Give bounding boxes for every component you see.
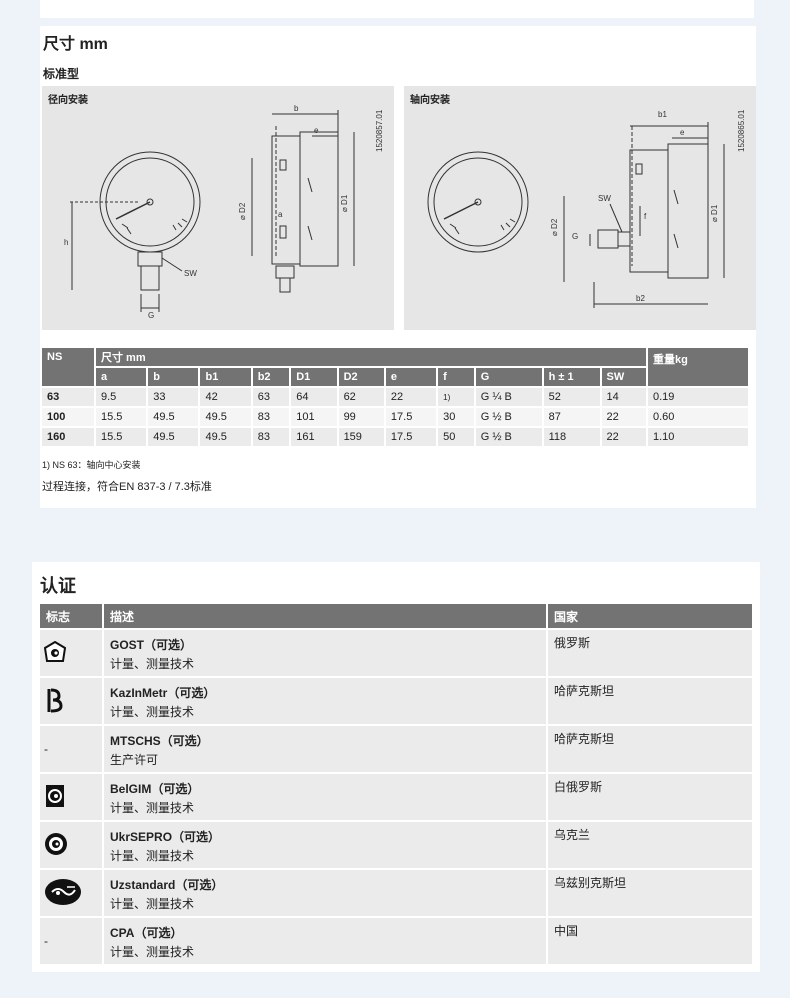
table-row: - CPA（可选） 计量、测量技术 中国 bbox=[40, 918, 752, 964]
col-h: h ± 1 bbox=[543, 368, 600, 386]
axial-dim-e: e bbox=[680, 128, 685, 137]
table-row: 100 15.5 49.5 49.5 83 101 99 17.5 30 G ½… bbox=[42, 408, 748, 426]
axial-dim-d2: ⌀ D2 bbox=[550, 218, 559, 236]
dimensions-card: 尺寸 mm 标准型 径向安装 1520857.01 bbox=[40, 26, 756, 508]
cert-description: 计量、测量技术 bbox=[110, 705, 195, 719]
cert-name: UkrSEPRO（可选） bbox=[110, 830, 221, 844]
kazinmetr-logo-icon bbox=[47, 688, 63, 712]
certifications-table: 标志 描述 国家 GOST（可选） 计量、测量技术 俄罗斯 bbox=[38, 602, 754, 966]
radial-label: 径向安装 bbox=[48, 95, 88, 106]
col-logo: 标志 bbox=[40, 604, 102, 628]
cert-country: 哈萨克斯坦 bbox=[548, 678, 752, 724]
axial-label: 轴向安装 bbox=[410, 95, 450, 106]
dimensions-title: 尺寸 mm bbox=[43, 36, 108, 53]
table-row: GOST（可选） 计量、测量技术 俄罗斯 bbox=[40, 630, 752, 676]
cert-country: 白俄罗斯 bbox=[548, 774, 752, 820]
cert-country: 哈萨克斯坦 bbox=[548, 726, 752, 772]
col-b2: b2 bbox=[252, 368, 290, 386]
col-weight: 重量kg bbox=[648, 348, 748, 386]
radial-dim-b: b bbox=[294, 104, 299, 113]
col-e: e bbox=[385, 368, 437, 386]
gost-logo-icon bbox=[43, 640, 67, 662]
radial-dim-d2: ⌀ D2 bbox=[238, 202, 247, 220]
cert-country: 乌兹别克斯坦 bbox=[548, 870, 752, 916]
cert-name: MTSCHS（可选） bbox=[110, 734, 209, 748]
cert-description: 计量、测量技术 bbox=[110, 849, 195, 863]
radial-drawing bbox=[70, 110, 355, 312]
col-country: 国家 bbox=[548, 604, 752, 628]
cert-description: 计量、测量技术 bbox=[110, 657, 195, 671]
col-d1: D1 bbox=[291, 368, 337, 386]
cert-country: 俄罗斯 bbox=[548, 630, 752, 676]
col-a: a bbox=[96, 368, 147, 386]
no-logo: - bbox=[40, 918, 102, 964]
table-row: 160 15.5 49.5 49.5 83 161 159 17.5 50 G … bbox=[42, 428, 748, 446]
radial-dim-h: h bbox=[64, 238, 69, 247]
cert-country: 乌克兰 bbox=[548, 822, 752, 868]
axial-diagram: 轴向安装 1520865.01 bbox=[404, 86, 756, 330]
uzstandard-logo-icon bbox=[45, 878, 81, 905]
dimensions-table: NS 尺寸 mm 重量kg a b b1 b2 D1 D2 e f G h ± … bbox=[40, 346, 750, 448]
top-card-edge bbox=[40, 0, 754, 18]
table-row: KazInMetr（可选） 计量、测量技术 哈萨克斯坦 bbox=[40, 678, 752, 724]
axial-dim-sw: SW bbox=[598, 194, 611, 203]
axial-dim-b2: b2 bbox=[636, 294, 645, 303]
axial-drawing bbox=[427, 122, 725, 308]
radial-dim-e: e bbox=[314, 126, 319, 135]
footnote: 1) NS 63：轴向中心安装 bbox=[42, 460, 141, 470]
col-description: 描述 bbox=[104, 604, 546, 628]
cert-name: CPA（可选） bbox=[110, 926, 183, 940]
dimensions-subtitle: 标准型 bbox=[43, 67, 80, 81]
col-f: f bbox=[438, 368, 474, 386]
radial-dim-a: a bbox=[278, 210, 283, 219]
col-d2: D2 bbox=[338, 368, 384, 386]
col-g: G bbox=[475, 368, 542, 386]
process-note: 过程连接，符合EN 837-3 / 7.3标准 bbox=[42, 481, 212, 493]
cert-description: 生产许可 bbox=[110, 753, 159, 767]
ukrsepro-logo-icon bbox=[45, 832, 67, 855]
table-row: BelGIM（可选） 计量、测量技术 白俄罗斯 bbox=[40, 774, 752, 820]
cert-name: GOST（可选） bbox=[110, 638, 193, 652]
axial-dim-g: G bbox=[572, 232, 579, 241]
col-b: b bbox=[148, 368, 199, 386]
cert-name: KazInMetr（可选） bbox=[110, 686, 216, 700]
no-logo: - bbox=[40, 726, 102, 772]
cert-name: BelGIM（可选） bbox=[110, 782, 200, 796]
col-ns: NS bbox=[42, 348, 94, 386]
radial-dim-sw: SW bbox=[184, 269, 197, 278]
axial-dim-d1: ⌀ D1 bbox=[710, 204, 719, 222]
table-row: - MTSCHS（可选） 生产许可 哈萨克斯坦 bbox=[40, 726, 752, 772]
certifications-card: 认证 标志 描述 国家 GOST（可选） 计量、测量技术 俄罗斯 bbox=[32, 562, 760, 972]
radial-dim-d1: ⌀ D1 bbox=[340, 194, 349, 212]
cert-description: 计量、测量技术 bbox=[110, 801, 195, 815]
axial-dim-f: f bbox=[644, 212, 647, 221]
cert-description: 计量、测量技术 bbox=[110, 897, 195, 911]
table-row: 63 9.5 33 42 63 64 62 22 1) G ¼ B 52 14 … bbox=[42, 388, 748, 406]
col-b1: b1 bbox=[200, 368, 251, 386]
radial-dim-g: G bbox=[148, 311, 155, 320]
certifications-title: 认证 bbox=[40, 576, 76, 596]
col-dimensions: 尺寸 mm bbox=[96, 348, 646, 366]
col-sw: SW bbox=[601, 368, 646, 386]
cert-name: Uzstandard（可选） bbox=[110, 878, 224, 892]
axial-dim-b1: b1 bbox=[658, 110, 667, 119]
table-row: UkrSEPRO（可选） 计量、测量技术 乌克兰 bbox=[40, 822, 752, 868]
radial-diagram: 径向安装 1520857.01 bbox=[42, 86, 394, 330]
cert-country: 中国 bbox=[548, 918, 752, 964]
table-row: Uzstandard（可选） 计量、测量技术 乌兹别克斯坦 bbox=[40, 870, 752, 916]
belgim-logo-icon bbox=[46, 784, 64, 807]
cert-description: 计量、测量技术 bbox=[110, 945, 195, 959]
